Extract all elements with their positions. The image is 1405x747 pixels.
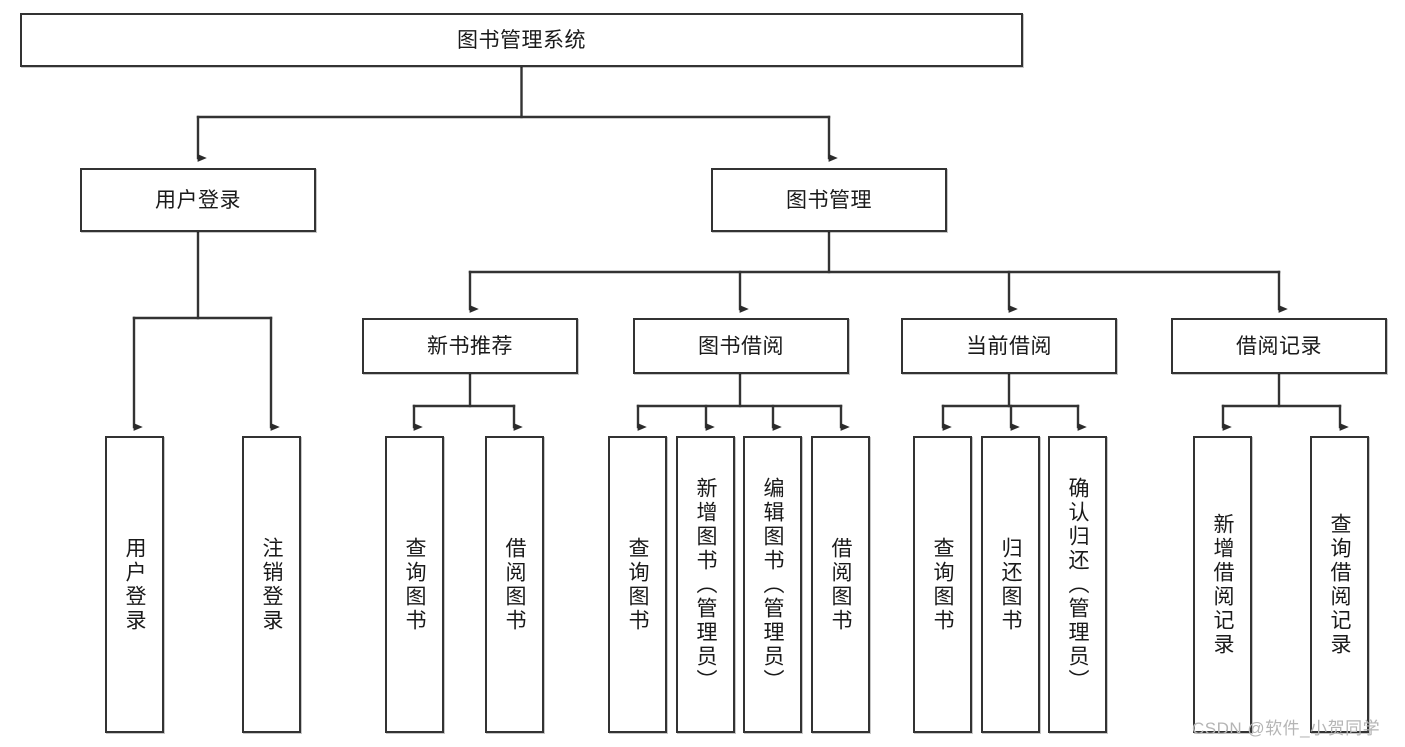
node-label: 查询图书 <box>931 536 954 633</box>
node-leaf-confirm-return-admin[interactable]: 确认归还（管理员） <box>1048 436 1107 733</box>
node-label: 用户登录 <box>155 188 241 212</box>
node-leaf-add-borrow-record[interactable]: 新增借阅记录 <box>1193 436 1252 733</box>
watermark-text: CSDN @软件_小贺同学 <box>1192 719 1381 738</box>
node-leaf-query-borrow-record[interactable]: 查询借阅记录 <box>1310 436 1369 733</box>
node-leaf-borrow-book[interactable]: 借阅图书 <box>811 436 870 733</box>
node-leaf-borrow-book-recommend[interactable]: 借阅图书 <box>485 436 544 733</box>
node-borrow-record[interactable]: 借阅记录 <box>1171 318 1387 374</box>
node-leaf-user-login[interactable]: 用户登录 <box>105 436 164 733</box>
node-label: 查询借阅记录 <box>1328 512 1351 657</box>
node-label: 图书管理 <box>786 188 872 212</box>
node-leaf-query-book-recommend[interactable]: 查询图书 <box>385 436 444 733</box>
node-leaf-return-book[interactable]: 归还图书 <box>981 436 1040 733</box>
node-label: 新书推荐 <box>427 334 513 358</box>
node-label: 借阅图书 <box>829 536 852 633</box>
node-label: 确认归还（管理员） <box>1066 476 1089 693</box>
node-leaf-add-book-admin[interactable]: 新增图书（管理员） <box>676 436 735 733</box>
node-label: 查询图书 <box>626 536 649 633</box>
node-label: 借阅记录 <box>1236 334 1322 358</box>
node-leaf-edit-book-admin[interactable]: 编辑图书（管理员） <box>743 436 802 733</box>
node-label: 查询图书 <box>403 536 426 633</box>
node-user-login[interactable]: 用户登录 <box>80 168 316 232</box>
node-label: 编辑图书（管理员） <box>761 476 784 693</box>
node-label: 图书管理系统 <box>457 28 586 52</box>
node-label: 注销登录 <box>260 536 283 633</box>
node-book-management[interactable]: 图书管理 <box>711 168 947 232</box>
node-label: 图书借阅 <box>698 334 784 358</box>
node-label: 借阅图书 <box>503 536 526 633</box>
node-root-book-management-system[interactable]: 图书管理系统 <box>20 13 1023 67</box>
node-label: 用户登录 <box>123 536 146 633</box>
node-leaf-query-book-borrow[interactable]: 查询图书 <box>608 436 667 733</box>
node-label: 新增图书（管理员） <box>694 476 717 693</box>
node-label: 归还图书 <box>999 536 1022 633</box>
node-leaf-query-book-current[interactable]: 查询图书 <box>913 436 972 733</box>
node-new-book-recommend[interactable]: 新书推荐 <box>362 318 578 374</box>
node-label: 当前借阅 <box>966 334 1052 358</box>
node-label: 新增借阅记录 <box>1211 512 1234 657</box>
node-leaf-logout[interactable]: 注销登录 <box>242 436 301 733</box>
node-book-borrow[interactable]: 图书借阅 <box>633 318 849 374</box>
node-current-borrow[interactable]: 当前借阅 <box>901 318 1117 374</box>
